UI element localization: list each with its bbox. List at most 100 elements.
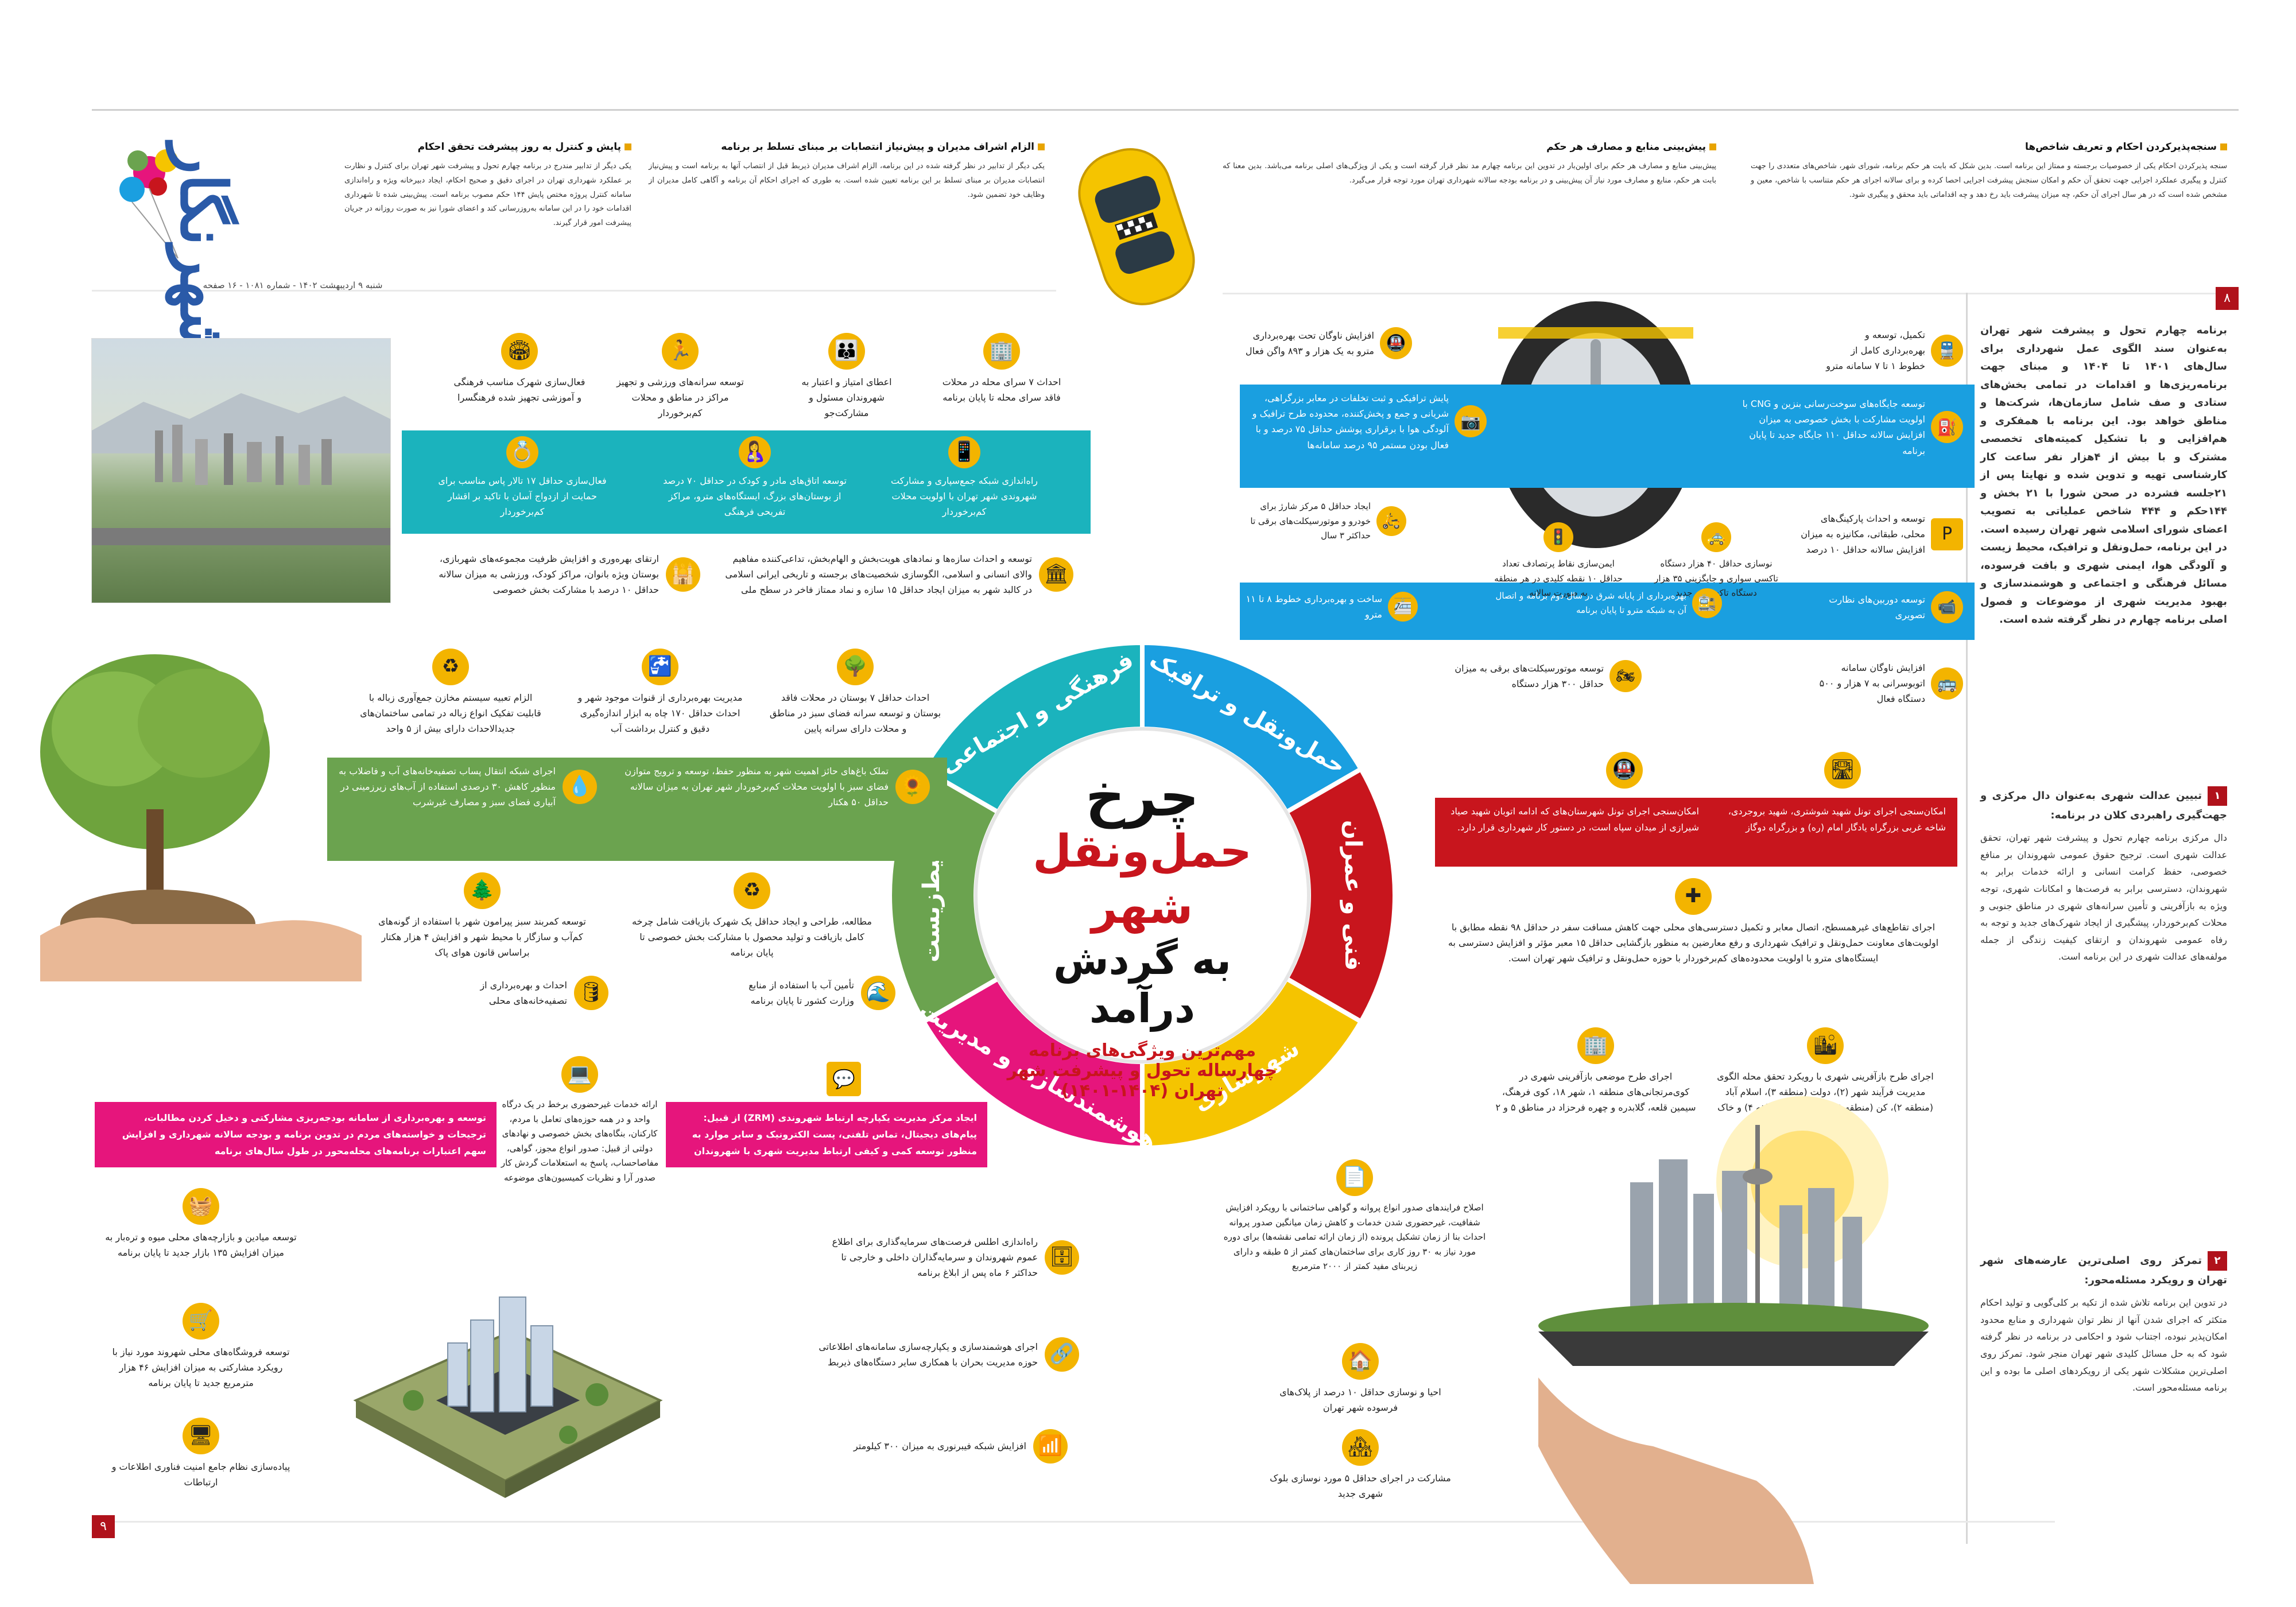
database-icon: 🗄 [1045,1240,1079,1275]
tehran-city-photo [92,339,390,603]
top-box-title: پایش و کنترل به روز پیشرفت تحقق احکام [417,141,621,153]
item-text: اجرای تقاطع‌های غیرهمسطح، اتصال معابر و … [1448,922,1939,964]
top-box-managers: الزام اشراف مدیران و پیش‌نیاز انتصابات ب… [649,138,1045,202]
top-box-resources: پیش‌بینی منابع و مصارف هر حکم پیش‌بینی م… [1223,138,1716,188]
item-text: احداث ۷ سرای محله در محلات فاقد سرای محل… [942,376,1061,403]
tablet-icon: 📱 [948,436,980,468]
rings-icon: 💍 [506,436,538,468]
mother-icon: 🤱 [739,436,771,468]
document-icon: 📄 [1336,1159,1373,1196]
temple-icon: 🕌 [666,557,700,592]
water-tap-icon: 🚰 [642,649,678,685]
item-text: توسعه جایگاه‌های سوخت‌رسانی بنزین و CNG … [1742,398,1925,456]
transport-item-bus: 🚌افزایش ناوگان سامانه اتوبوسرانی به ۷ هز… [1808,660,1963,707]
wheel-subtitle-2: چهارساله تحول و پیشرفت شهر [1007,1061,1278,1081]
smart-item-security: 🖥 پیاده‌سازی نظام جامع امنیت فناوری اطلاع… [103,1418,298,1490]
top-box-body: پیش‌بینی منابع و مصارف هر حکم برای اولین… [1223,162,1716,185]
env-item-3: 🌻تملک باغ‌های حائز اهمیت شهر به منظور حف… [608,763,930,810]
env-item-2: ♻الزام تعبیه سیستم مخازن جمع‌آوری زباله … [356,649,545,737]
wifi-icon: 📶 [1033,1429,1068,1464]
section-number-badge: ۲ [2208,1251,2227,1271]
env-item-0: 🌳احداث حداقل ۷ بوستان در محلات فاقد بوست… [769,649,941,737]
drop-icon: 💧 [563,769,597,804]
transport-item-metro-fleet: 🚇افزایش ناوگان تحت بهره‌برداری مترو به ی… [1240,327,1412,359]
tunnel2-icon: 🚇 [1606,752,1643,789]
page-number-left: ۹ [92,1515,115,1538]
item-text: مدیریت بهره‌برداری از قنوات موجود شهر و … [577,692,743,735]
item-text: فعال‌سازی شهرک مناسب فرهنگی و آموزشی تجه… [453,376,585,403]
wheel-title-3: به گردش درآمد [1053,937,1231,1032]
laptop-icon: 💻 [561,1056,598,1093]
transport-band-blue [1240,583,1975,640]
item-text: توسعه دوربین‌های نظارت تصویری [1829,593,1925,620]
item-text: بهره‌برداری از پایانه شرق در سال دوم برن… [1495,590,1686,616]
transport-item-terminal: 🚉بهره‌برداری از پایانه شرق در سال دوم بر… [1492,588,1722,618]
waves-icon: 🌊 [861,976,895,1010]
culture-item-4: 📱راه‌اندازی شبکه جمع‌سپاری و مشارکت شهرو… [872,436,1056,520]
item-text: فعال‌سازی حداقل ۱۷ تالار پاس مناسب برای … [438,475,607,518]
cross-icon: ✚ [1675,878,1712,915]
item-text: ساخت و بهره‌برداری خطوط ۸ تا ۱۱ مترو [1246,593,1382,620]
item-text: ارائه خدمات غیرحضوری برخط در یک درگاه وا… [501,1099,659,1183]
wheel-title-2: حمل‌ونقل شهر [1033,826,1252,934]
camera-icon: 📷 [1455,405,1487,438]
civil-band-red [1435,798,1957,867]
item-text: احیا و نوسازی حداقل ۱۰ درصد از پلاک‌های … [1279,1387,1441,1414]
urban-item-4: 🏘مشارکت در اجرای حداقل ۵ مورد نوسازی بلو… [1263,1429,1458,1501]
traffic-light-icon: 🚦 [1543,522,1573,552]
item-text: الزام تعبیه سیستم مخازن جمع‌آوری زباله ب… [360,692,541,735]
urban-item-3: 🏠احیا و نوسازی حداقل ۱۰ درصد از پلاک‌های… [1274,1343,1446,1415]
wheel-segment-label: فنی و عمران [1340,820,1366,971]
item-text: پیاده‌سازی نظام جامع امنیت فناوری اطلاعا… [111,1461,290,1488]
top-box-title: الزام اشراف مدیران و پیش‌نیاز انتصابات ب… [721,141,1034,153]
civil-item-highways: 🛣 [1739,752,1946,793]
culture-item-2: 🏃توسعه سرانه‌های ورزشی و تجهیز مراکز در … [608,333,752,421]
transport-item-safety: 🚦ایمن‌سازی نقاط پرتصادف تعداد حداقل ۱۰ ن… [1492,522,1624,601]
date-line: شنبه ۹ اردیبهشت ۱۴۰۲ - شماره ۱۰۸۱ - ۱۶ ص… [203,280,383,290]
server-icon: 🖥 [183,1418,219,1454]
scooter-icon: 🛵 [1376,506,1406,537]
item-text: اجرای طرح موضعی بازآفرینی شهری در کوی‌مر… [1495,1071,1696,1113]
top-box-monitoring: پایش و کنترل به روز پیشرفت تحقق احکام یک… [344,138,631,231]
item-text: توسعه سرانه‌های ورزشی و تجهیز مراکز در م… [616,376,744,419]
right-column-section-1: ۱تبیین عدالت شهری به‌عنوان دال مرکزی و ج… [1980,786,2227,965]
env-item-8: 🛢 احداث و بهره‌برداری از تصفیه‌خانه‌های م… [448,976,608,1010]
monument-icon: 🏛 [1039,557,1073,592]
env-item-5: ♻مطالعه، طراحی و ایجاد حداقل یک شهرک باز… [631,872,872,961]
item-text: توسعه و احداث سازه‌ها و نمادهای هویت‌بخش… [725,553,1032,596]
transport-item-new-lines: 🚈ساخت و بهره‌برداری خطوط ۸ تا ۱۱ مترو [1246,591,1418,622]
building-icon: 🏢 [983,333,1020,370]
item-text: احداث و بهره‌برداری از تصفیه‌خانه‌های مح… [480,979,567,1006]
trees-icon: 🌲 [464,872,501,909]
masthead-logo: شهرنگار [98,121,281,363]
env-item-4: 💧اجرای شبکه انتقال پساب تصفیه‌خانه‌های آ… [339,763,597,810]
item-text: پایش ترافیکی و ثبت تخلفات در معابر بزرگر… [1252,393,1449,451]
culture-item-7: 🏛توسعه و احداث سازه‌ها و نمادهای هویت‌بخ… [718,551,1073,598]
section-title: تبیین عدالت شهری به‌عنوان دال مرکزی و جه… [1980,790,2227,821]
item-text: اجرای هوشمندسازی و یکپارچه‌سازی سامانه‌ه… [819,1341,1038,1368]
item-text: تکمیل، توسعه و بهره‌برداری کامل از خطوط … [1826,329,1925,372]
item-text: ایجاد حداقل ۵ مرکز شارژ برای خودرو و موت… [1250,501,1371,541]
smart-item-fiber: 📶افزایش شبکه فیبرنوری به میزان ۳۰۰ کیلوم… [850,1429,1068,1464]
taxi-car-illustration [1062,132,1211,321]
wheel-subtitle-1: مهم‌ترین ویژگی‌های برنامه [1028,1041,1256,1061]
shop-icon: 🧺 [183,1188,219,1225]
culture-item-1: 👪اعطای امتیاز و اعتبار به شهروندان مسئول… [786,333,907,421]
parking-icon: P [1931,518,1963,550]
culture-item-3: 🏟فعال‌سازی شهرک مناسب فرهنگی و آموزشی تج… [453,333,585,405]
item-text: مشارکت در اجرای حداقل ۵ مورد نوسازی بلوک… [1270,1473,1451,1500]
top-box-body: یکی دیگر از تدابیر در نظر گرفته شده در ا… [649,162,1045,199]
smart-item-crisis: 🔗 اجرای هوشمندسازی و یکپارچه‌سازی سامانه‌… [815,1337,1079,1372]
item-text: افزایش ناوگان سامانه اتوبوسرانی به ۷ هزا… [1819,662,1925,705]
city-icon: 🏙 [1807,1027,1844,1064]
item-text: افزایش ناوگان تحت بهره‌برداری مترو به یک… [1245,329,1374,356]
item-text: اصلاح فرایندهای صدور انواع پروانه و گواه… [1223,1202,1486,1271]
item-text: ارتقای بهره‌وری و افزایش ظرفیت مجموعه‌ها… [439,553,659,596]
cctv-icon: 📹 [1931,591,1963,623]
drum-icon: 🛢 [574,976,608,1010]
network-icon: 🔗 [1045,1337,1079,1372]
section-body: دال مرکزی برنامه چهارم تحول و پیشرفت شهر… [1980,832,2227,962]
tree-in-hands-illustration [17,637,396,993]
buildings-icon: 🏢 [1577,1027,1614,1064]
